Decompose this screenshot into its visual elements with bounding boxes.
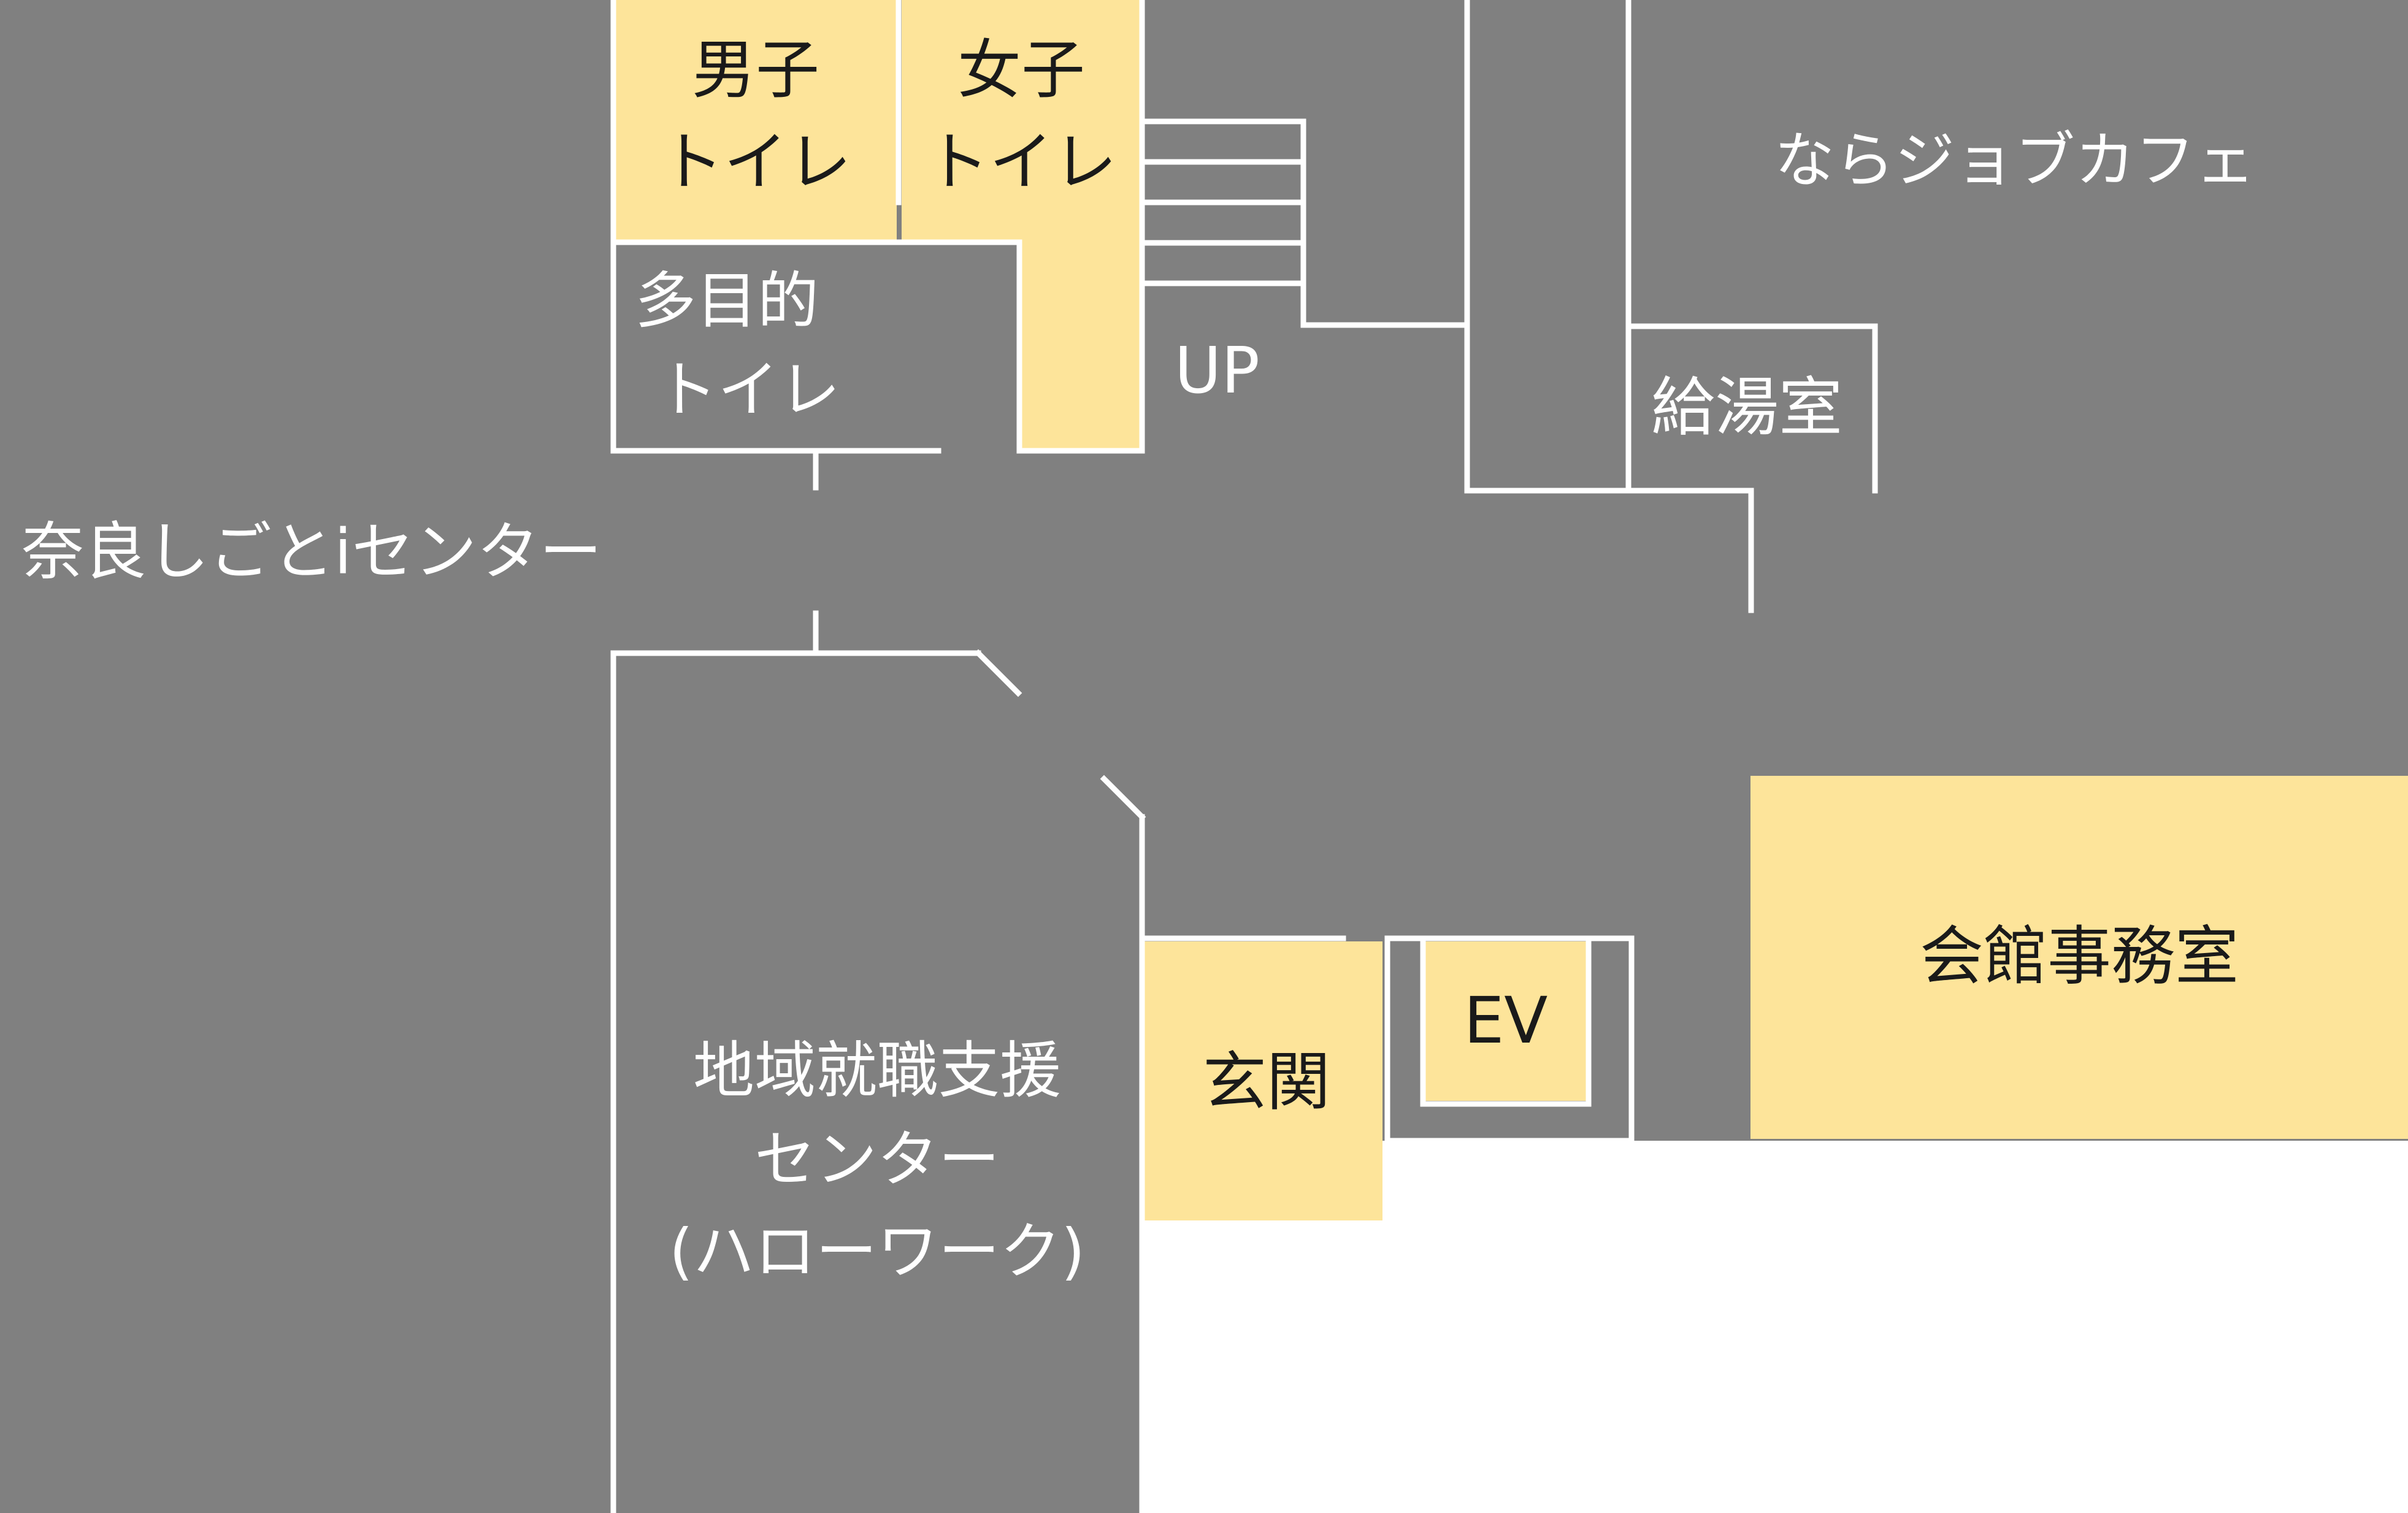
womens-toilet-label-line1: 女子 [957,33,1085,107]
walls [610,0,1878,1513]
stairs-up-label: UP [1175,333,1260,408]
womens-toilet-corridor [1019,242,1142,451]
mens-toilet-room [613,0,897,242]
mens-toilet-label-line2: トイレ [660,124,851,199]
nara-job-cafe-label: ならジョブカフェ [1774,126,2255,196]
hello-work-label-line3: (ハローワーク) [669,1216,1085,1287]
outside-area-notch [1142,1220,1387,1513]
elevator-label: EV [1464,983,1548,1058]
hello-work-label-line2: センター [754,1124,1000,1195]
multipurpose-toilet-label-line1: 多目的 [635,265,819,337]
mens-toilet-label-line1: 男子 [692,33,819,107]
nara-shigoto-i-center-label: 奈良しごとiセンター [21,516,602,589]
entrance-label: 玄関 [1203,1044,1330,1119]
elevator-room [1423,941,1589,1101]
womens-toilet-room [902,0,1142,242]
hello-work-label-line1: 地域就職支援 [693,1035,1061,1106]
multipurpose-toilet-label-line2: トイレ [656,354,840,426]
floor-area-left-lower [0,1141,1142,1513]
entrance-room [1145,941,1382,1220]
kitchenette-label: 給湯室 [1651,370,1842,445]
womens-toilet-label-line2: トイレ [926,124,1117,199]
hall-office-room [1750,776,2408,1139]
hall-office-label: 会館事務室 [1920,919,2239,994]
